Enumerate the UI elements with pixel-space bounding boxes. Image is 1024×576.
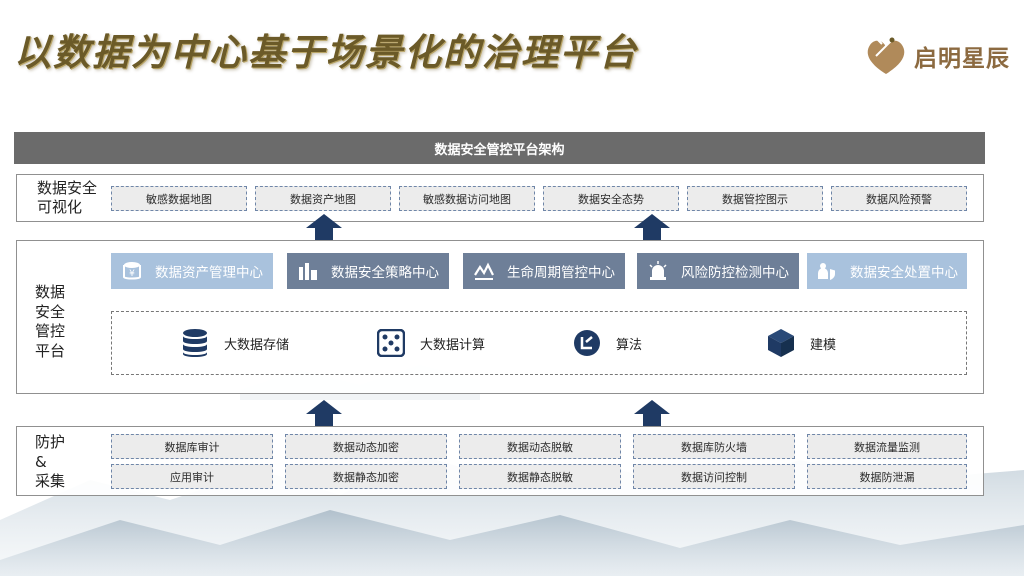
database-yen-icon: ¥ <box>121 260 143 282</box>
cube-icon <box>766 328 796 358</box>
protection-item: 数据静态加密 <box>285 464 447 489</box>
visualization-label: 数据安全可视化 <box>37 179 98 216</box>
vis-item: 数据管控图示 <box>687 186 823 211</box>
database-stack-icon <box>180 328 210 358</box>
logo-text: 启明星辰 <box>914 46 1010 72</box>
vis-item: 敏感数据访问地图 <box>399 186 535 211</box>
center-label: 数据安全策略中心 <box>331 265 439 281</box>
protection-item: 数据静态脱敏 <box>459 464 621 489</box>
protection-item: 数据动态加密 <box>285 434 447 459</box>
platform-section: 数据安全管控平台 ¥ 数据资产管理中心 数据安全策略中心 <box>16 240 984 394</box>
protection-item: 数据访问控制 <box>633 464 795 489</box>
company-logo: 启明星辰 <box>862 34 1010 78</box>
protection-item: 数据动态脱敏 <box>459 434 621 459</box>
center-risk-detection: 风险防控检测中心 <box>637 253 799 289</box>
base-item-storage: 大数据存储 <box>180 328 289 358</box>
logo-heart-star-icon <box>867 35 905 74</box>
center-label: 数据安全处置中心 <box>850 265 958 281</box>
center-security-policy: 数据安全策略中心 <box>287 253 449 289</box>
architecture-header: 数据安全管控平台架构 <box>14 132 985 164</box>
base-capabilities: 大数据存储 大数据计算 <box>111 311 967 375</box>
alarm-siren-icon <box>647 260 669 282</box>
shield-person-icon <box>816 260 838 282</box>
algorithm-badge-icon <box>572 328 602 358</box>
center-label: 数据资产管理中心 <box>155 265 263 281</box>
visualization-section: 数据安全可视化 敏感数据地图 数据资产地图 敏感数据访问地图 数据安全态势 数据… <box>16 174 984 222</box>
page-title: 以数据为中心基于场景化的治理平台 <box>14 31 638 74</box>
base-item-modeling: 建模 <box>766 328 836 358</box>
center-data-asset: ¥ 数据资产管理中心 <box>111 253 273 289</box>
vis-item: 敏感数据地图 <box>111 186 247 211</box>
protection-label-line: 采集 <box>35 472 66 490</box>
up-arrow-icon <box>634 214 670 240</box>
up-arrow-icon <box>634 400 670 426</box>
base-label: 大数据存储 <box>224 337 290 353</box>
protection-item: 数据防泄漏 <box>807 464 967 489</box>
vis-item: 数据资产地图 <box>255 186 391 211</box>
center-lifecycle: 生命周期管控中心 <box>463 253 625 289</box>
protection-item: 数据流量监测 <box>807 434 967 459</box>
protection-item: 数据库防火墙 <box>633 434 795 459</box>
building-chart-icon <box>297 260 319 282</box>
protection-label-line: & <box>35 452 47 471</box>
center-security-disposal: 数据安全处置中心 <box>807 253 967 289</box>
vis-item: 数据安全态势 <box>543 186 679 211</box>
vis-item: 数据风险预警 <box>831 186 967 211</box>
protection-item: 数据库审计 <box>111 434 273 459</box>
base-label: 大数据计算 <box>420 337 486 353</box>
dice-grid-icon <box>376 328 406 358</box>
base-item-algorithm: 算法 <box>572 328 642 358</box>
svg-text:¥: ¥ <box>129 269 135 279</box>
protection-label-line: 防护 <box>35 433 66 451</box>
protection-item: 应用审计 <box>111 464 273 489</box>
protection-label: 防护 & 采集 <box>35 433 75 492</box>
protection-section: 防护 & 采集 数据库审计 数据动态加密 数据动态脱敏 数据库防火墙 数据流量监… <box>16 426 984 496</box>
up-arrow-icon <box>306 214 342 240</box>
center-label: 生命周期管控中心 <box>507 265 615 281</box>
lifecycle-wave-icon <box>473 260 495 282</box>
base-label: 建模 <box>810 337 837 353</box>
center-label: 风险防控检测中心 <box>681 265 789 281</box>
platform-label: 数据安全管控平台 <box>35 283 66 360</box>
up-arrow-icon <box>306 400 342 426</box>
base-label: 算法 <box>616 337 643 353</box>
base-item-compute: 大数据计算 <box>376 328 485 358</box>
